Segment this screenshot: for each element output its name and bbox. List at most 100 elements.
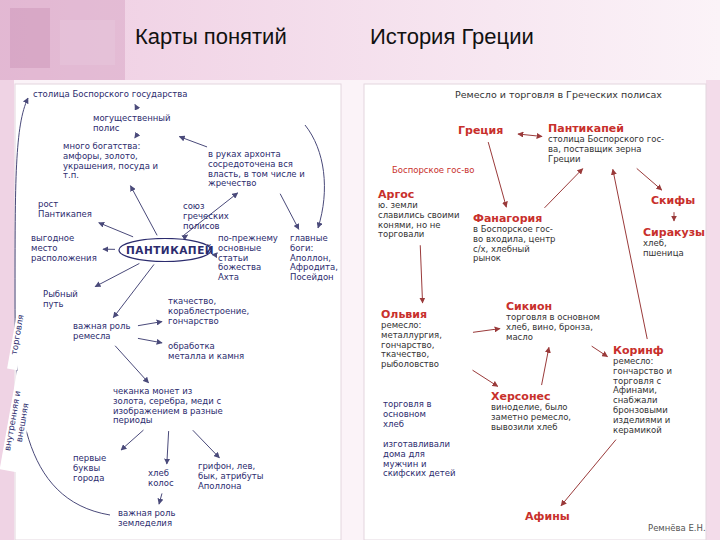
connector-arrow	[99, 223, 133, 237]
connector-arrow	[542, 347, 549, 385]
connector-arrow	[212, 254, 215, 255]
concept-node: главные боги: Аполлон, Афродита, Посейдо…	[287, 232, 341, 285]
node-title: чеканка монет из золота, серебра, меди с…	[113, 387, 227, 426]
connector-arrow	[115, 346, 148, 383]
node-title: много богатства: амфоры, золото, украшен…	[63, 142, 172, 181]
node-body: ремесло: металлургия, гончарство, ткачес…	[381, 321, 467, 370]
connector-arrow	[518, 134, 542, 136]
node-title: Греция	[458, 124, 512, 137]
polis-node: Ольвияремесло: металлургия, гончарство, …	[378, 306, 470, 372]
node-title: Сикион	[506, 300, 602, 313]
polis-node: Скифы	[648, 192, 700, 209]
connector-arrow	[186, 235, 188, 236]
polis-node: Аргосю. земли славились своими конями, н…	[375, 186, 463, 242]
connector-arrow	[167, 431, 169, 464]
node-body: хлеб, пшеница	[643, 239, 705, 259]
connector-arrow	[138, 338, 162, 342]
connector-arrow	[134, 137, 135, 138]
concept-node: рост Пантикапея	[35, 198, 100, 222]
node-title: важная роль земледелия	[118, 509, 192, 529]
node-title: Ольвия	[381, 308, 467, 321]
node-body: столица Боспорского гос-ва, поставщик зе…	[548, 135, 667, 164]
node-title: Сиракузы	[643, 226, 705, 239]
node-body: в Боспорское гос-во входила, центр с/х, …	[473, 225, 557, 264]
node-body: торговля в основном хлеб, вино, бронза, …	[506, 313, 602, 342]
map-note: изготавливали дома для мужчин и скифских…	[383, 440, 461, 479]
connector-arrow	[179, 137, 207, 147]
polis-node: Пантикапейстолица Боспорского гос-ва, по…	[545, 120, 670, 166]
node-title: хлеб колос	[148, 469, 184, 489]
polis-node: Сикионторговля в основном хлеб, вино, бр…	[503, 298, 605, 344]
connector-arrow	[113, 264, 154, 317]
concept-node: могущественный полис	[90, 112, 200, 136]
node-title: Скифы	[651, 194, 697, 207]
concept-node: хлеб колос	[145, 467, 187, 491]
node-body: ремесло: гончарство и торговля с Афинами…	[613, 357, 702, 435]
connector-arrow	[103, 249, 115, 250]
concept-node: грифон, лев, бык, атрибуты Аполлона	[195, 460, 280, 493]
concept-node: по-прежнему основные статьи божества Ахт…	[215, 232, 285, 285]
node-title: союз греческих полисов	[183, 202, 247, 231]
concept-node: союз греческих полисов	[180, 200, 250, 233]
node-title: грифон, лев, бык, атрибуты Аполлона	[198, 462, 277, 491]
node-title: главные боги: Аполлон, Афродита, Посейдо…	[290, 234, 338, 283]
node-title: Херсонес	[491, 390, 582, 403]
node-title: первые буквы города	[73, 454, 127, 483]
concept-node: важная роль земледелия	[115, 507, 195, 531]
node-title: выгодное место расположения	[31, 234, 97, 263]
central-concept: ПАНТИКАПЕЙ	[118, 238, 212, 262]
concept-node: чеканка монет из золота, серебра, меди с…	[110, 385, 230, 428]
connector-arrow	[488, 142, 506, 207]
connector-arrow	[545, 169, 583, 208]
node-title: Фанагория	[473, 212, 557, 225]
connector-arrow	[280, 194, 299, 230]
connector-arrow	[561, 440, 616, 506]
node-title: рост Пантикапея	[38, 200, 97, 220]
node-title: ПАНТИКАПЕЙ	[126, 244, 204, 256]
connector-arrow	[592, 346, 608, 356]
connector-arrow	[674, 212, 675, 221]
polis-node: Сиракузыхлеб, пшеница	[640, 224, 708, 261]
node-body: виноделие, было заметно ремесло, вывозил…	[491, 403, 582, 432]
connector-arrow	[613, 169, 647, 339]
map-note: Боспорское гос-во	[392, 166, 487, 176]
node-title: по-прежнему основные статьи божества Ахт…	[218, 234, 282, 283]
concept-node: первые буквы города	[70, 452, 130, 485]
concept-node: ткачество, кораблестроение, гончарство	[165, 295, 275, 328]
connector-arrow	[473, 370, 498, 386]
connector-arrow	[193, 430, 220, 458]
polis-node: Коринфремесло: гончарство и торговля с А…	[610, 342, 705, 437]
connector-arrow	[637, 168, 662, 190]
concept-node: столица Боспорского государства	[30, 88, 230, 102]
node-body: ю. земли славились своими конями, но не …	[378, 201, 460, 240]
node-title: могущественный полис	[93, 114, 197, 134]
node-title: Коринф	[613, 344, 702, 357]
connector-arrow	[130, 186, 157, 236]
concept-node: обработка металла и камня	[165, 340, 255, 364]
concept-node: в руках архонта сосредоточена вся власть…	[205, 148, 330, 191]
node-title: Пантикапей	[548, 122, 667, 135]
polis-node: Греция	[455, 122, 515, 139]
node-title: Афины	[525, 510, 579, 523]
node-title: обработка металла и камня	[168, 342, 252, 362]
connector-arrow	[121, 430, 143, 450]
concept-node: много богатства: амфоры, золото, украшен…	[60, 140, 175, 183]
polis-node: Афины	[522, 508, 582, 525]
node-title: Аргос	[378, 188, 460, 201]
connector-arrow	[420, 245, 422, 303]
polis-node: Фанагорияв Боспорское гос-во входила, це…	[470, 210, 560, 266]
connector-arrow	[138, 322, 162, 326]
connector-arrow	[473, 329, 500, 333]
node-title: важная роль ремесла	[73, 322, 132, 342]
polis-node: Херсонесвиноделие, было заметно ремесло,…	[488, 388, 585, 434]
connector-arrow	[135, 104, 138, 109]
slide-title: Карты понятий	[135, 24, 287, 50]
connector-arrow	[95, 263, 139, 286]
concept-node: выгодное место расположения	[28, 232, 100, 265]
node-title: ткачество, кораблестроение, гончарство	[168, 297, 272, 326]
signature: Ремнёва Е.Н.	[648, 524, 708, 534]
node-title: столица Боспорского государства	[33, 90, 227, 100]
node-title: в руках архонта сосредоточена вся власть…	[208, 150, 327, 189]
